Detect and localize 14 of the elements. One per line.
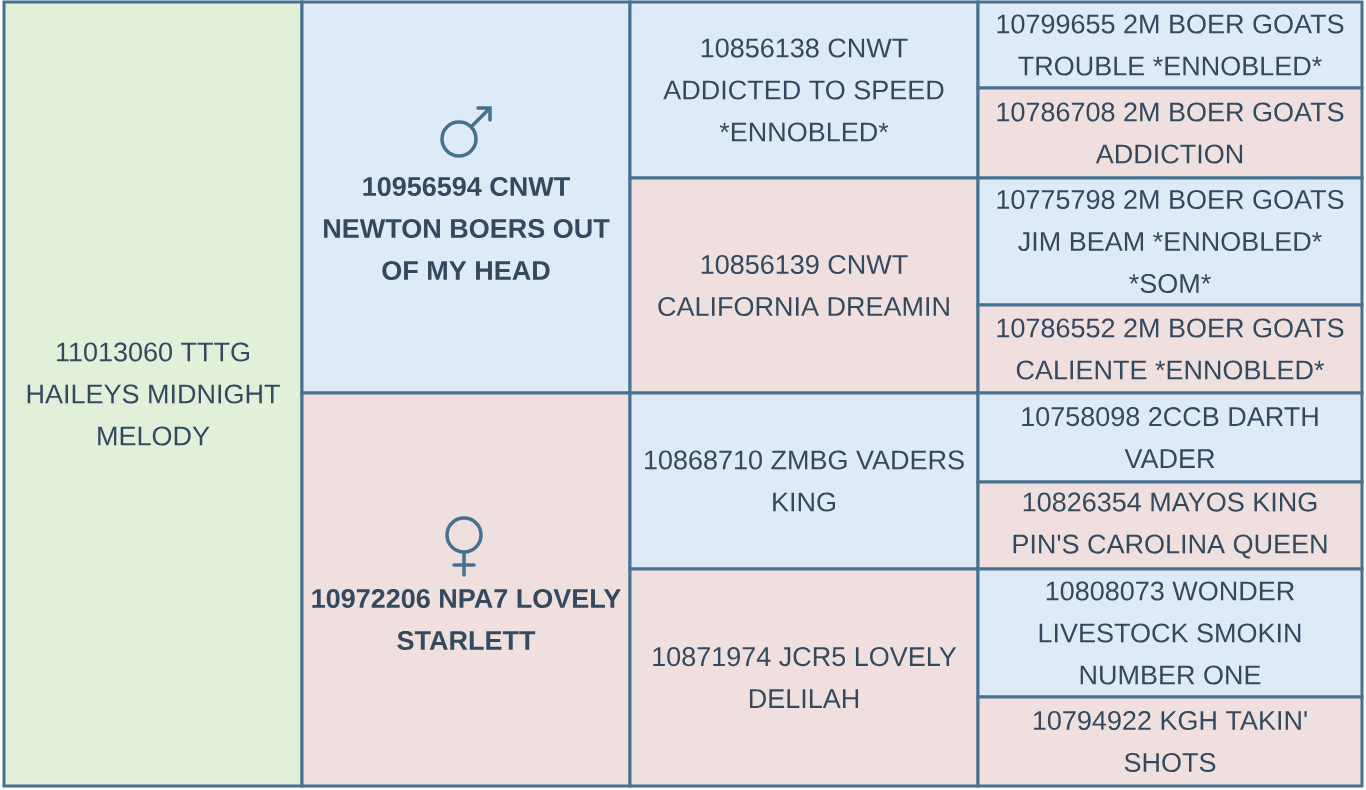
pedigree-cell: 10758098 2CCB DARTH VADER [976,391,1364,484]
pedigree-cell: 10826354 MAYOS KING PIN'S CAROLINA QUEEN [976,480,1364,571]
pedigree-cell: 10808073 WONDER LIVESTOCK SMOKIN NUMBER ONE [976,567,1364,699]
pedigree-cell: 11013060 TTTG HAILEYS MIDNIGHT MELODY [2,0,304,788]
pedigree-cell: 10786552 2M BOER GOATS CALIENTE *ENNOBLED* [976,303,1364,395]
pedigree-cell: 10856139 CNWT CALIFORNIA DREAMIN [628,176,980,395]
pedigree-cell: 10775798 2M BOER GOATS JIM BEAM *ENNOBLED* *SOM* [976,176,1364,307]
pedigree-cell: 10871974 JCR5 LOVELY DELILAH [628,567,980,788]
pedigree-cell: 10868710 ZMBG VADERS KING [628,391,980,571]
pedigree-cell: 10856138 CNWT ADDICTED TO SPEED *ENNOBLED* [628,0,980,180]
pedigree-cell: 10794922 KGH TAKIN' SHOTS [976,695,1364,788]
pedigree-cell: 10972206 NPA7 LOVELY STARLETT [300,391,632,788]
pedigree-cell: 10786708 2M BOER GOATS ADDICTION [976,86,1364,180]
pedigree-cell: 10799655 2M BOER GOATS TROUBLE *ENNOBLED* [976,0,1364,90]
